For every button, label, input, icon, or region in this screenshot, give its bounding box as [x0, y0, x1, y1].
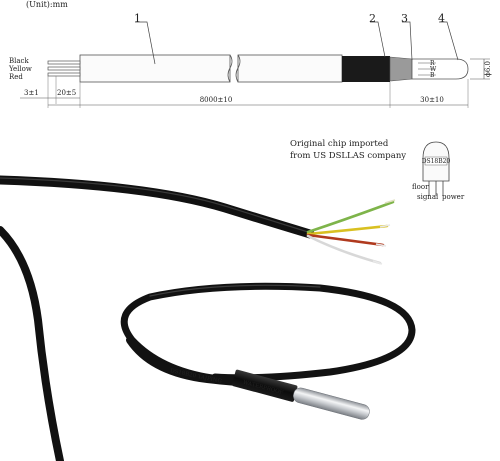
- dimension-extension-lines: [47, 76, 469, 108]
- cable-end-photo: [0, 175, 396, 265]
- probe-pins: [418, 62, 436, 76]
- dim-cable-length: 8000±10: [200, 96, 233, 104]
- probe-cable-photo: [0, 226, 416, 461]
- probe-transition: [389, 56, 413, 82]
- photo-wire-green: [306, 200, 395, 234]
- wire-label-red: Red: [9, 73, 23, 81]
- dim-probe-length: 30±10: [420, 96, 444, 104]
- part-number-4: 4: [438, 12, 445, 25]
- pin-label-power: power: [442, 193, 465, 201]
- part-callouts: [135, 21, 459, 65]
- photo-heat-shrink: [232, 369, 298, 402]
- photo-steel-probe: [293, 387, 370, 420]
- dimension-lines: [20, 97, 468, 106]
- dim-tinned-length: 20±5: [57, 89, 76, 97]
- probe-head: [411, 58, 469, 80]
- pin-label-r: R: [430, 60, 435, 67]
- part-number-3: 3: [401, 12, 408, 25]
- photo-coil-loop: [120, 282, 416, 382]
- chip-note-line1: Original chip imported: [290, 139, 389, 149]
- chip-name: DS18B20: [422, 158, 451, 165]
- photo-cable: [0, 175, 315, 239]
- dim-strip-length: 3±1: [24, 89, 39, 97]
- ds18b20-chip-icon: [422, 141, 450, 196]
- photo-wire-white: [306, 234, 382, 265]
- photo-left-cable: [0, 226, 64, 461]
- wire-label-black: Black: [9, 57, 29, 65]
- part-number-2: 2: [369, 12, 376, 25]
- pin-label-floor: floor: [412, 183, 429, 191]
- pin-label-b: B: [430, 72, 435, 79]
- chip-note-line2: from US DSLLAS company: [290, 151, 406, 161]
- technical-drawing: (Unit):mm Black Yellow Red R W B: [8, 0, 492, 108]
- stripped-wires: [47, 60, 81, 77]
- photo-wire-red: [306, 233, 385, 247]
- chip-note: Original chip imported from US DSLLAS co…: [290, 139, 465, 201]
- pin-label-signal: signal: [417, 193, 439, 201]
- part-number-1: 1: [134, 12, 141, 25]
- diameter-dimension: [470, 58, 490, 80]
- pin-label-w: W: [430, 66, 437, 73]
- cable-outline: [79, 54, 343, 83]
- unit-label: (Unit):mm: [26, 0, 68, 9]
- probe-diameter: ϕ6.0: [484, 61, 492, 77]
- wire-label-yellow: Yellow: [8, 65, 32, 73]
- heat-shrink-sleeve: [342, 56, 390, 82]
